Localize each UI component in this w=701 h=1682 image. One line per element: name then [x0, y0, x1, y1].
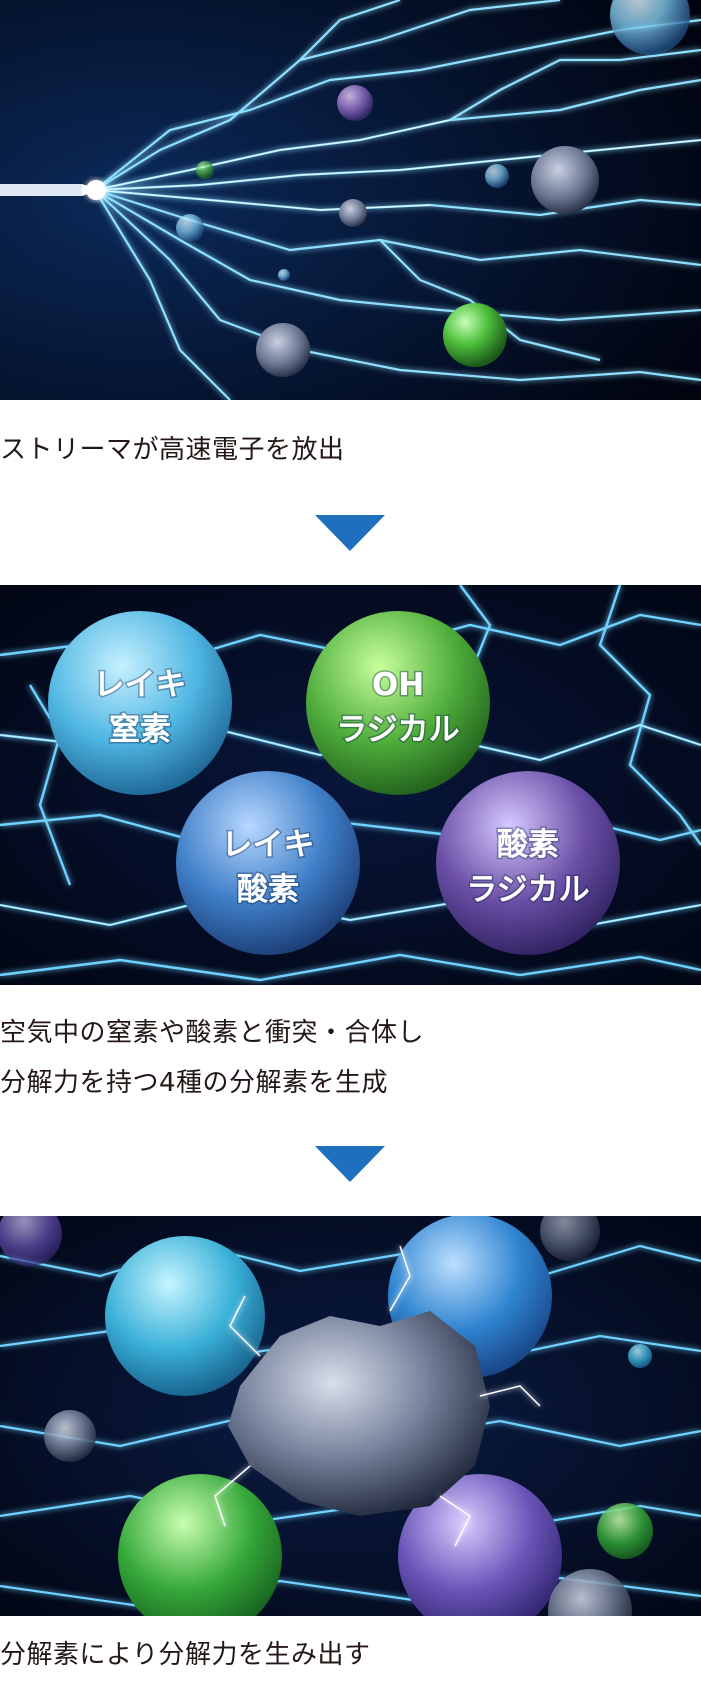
sphere-reiki-nitrogen: レイキ 窒素: [48, 611, 232, 795]
pollutant-particle: [531, 146, 599, 214]
sphere-reiki-oxygen: レイキ 酸素: [176, 771, 360, 955]
caption-line: 空気中の窒素や酸素と衝突・合体し: [0, 1018, 425, 1048]
sphere-oh-radical: [118, 1474, 282, 1616]
sphere-reiki-nitrogen: [105, 1236, 265, 1396]
caption-line: 分解素により分解力を生み出す: [0, 1640, 371, 1670]
caption-line: ストリーマが高速電子を放出: [0, 435, 345, 465]
caption-line: 分解力を持つ4種の分解素を生成: [0, 1068, 389, 1098]
sphere-oxygen-radical: 酸素 ラジカル: [436, 771, 620, 955]
sphere-label-line2: ラジカル: [466, 872, 589, 908]
pollutant-particle: [256, 323, 310, 377]
purple-sphere: [337, 85, 373, 121]
sphere-label-line1: OH: [372, 667, 424, 703]
streamer-emission-svg: [0, 0, 701, 400]
sphere-oxygen-radical: [398, 1474, 562, 1616]
electric-discharge: [214, 1245, 541, 1547]
sphere-label-line2: ラジカル: [336, 712, 459, 748]
step-2-caption: 空気中の窒素や酸素と衝突・合体し 分解力を持つ4種の分解素を生成: [0, 1008, 701, 1108]
decomposition-attack-illustration: [0, 1216, 701, 1616]
sphere-label-line1: レイキ: [222, 827, 315, 863]
blue-sphere: [610, 0, 690, 55]
electrode-needle: [0, 184, 82, 196]
sphere-label-line1: レイキ: [94, 667, 187, 703]
pollutant-particle: [228, 1311, 490, 1516]
sphere-label-line2: 窒素: [109, 712, 171, 748]
down-triangle-arrow-icon: [315, 1146, 385, 1182]
decomposition-elements-svg: レイキ 窒素 OH ラジカル レイキ 酸素 酸素 ラジカル: [0, 585, 701, 985]
sphere-label-line1: 酸素: [497, 827, 559, 863]
decomposition-attack-svg: [0, 1216, 701, 1616]
pollutant-particle: [339, 199, 367, 227]
streamer-emission-illustration: [0, 0, 701, 400]
green-sphere: [443, 303, 507, 367]
lightning-bolts: [94, 0, 701, 400]
down-triangle-arrow-icon: [315, 515, 385, 551]
decomposition-elements-illustration: レイキ 窒素 OH ラジカル レイキ 酸素 酸素 ラジカル: [0, 585, 701, 985]
sphere-oh-radical: OH ラジカル: [306, 611, 490, 795]
sphere-label-line2: 酸素: [237, 872, 299, 908]
step-3-caption: 分解素により分解力を生み出す: [0, 1630, 701, 1680]
step-1-caption: ストリーマが高速電子を放出: [0, 425, 701, 475]
